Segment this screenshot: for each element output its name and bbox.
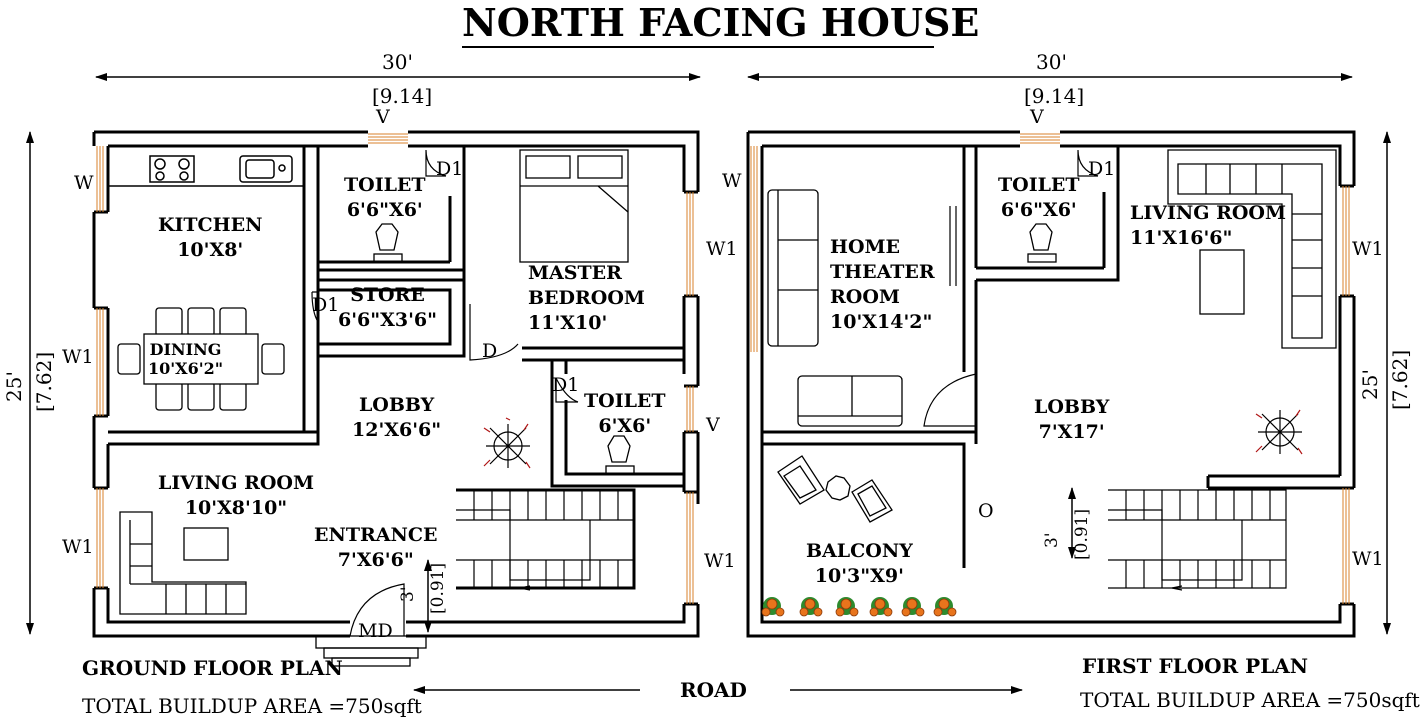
ff-plan-title: FIRST FLOOR PLAN [1082, 654, 1309, 678]
kitchen-counter [108, 155, 304, 187]
ff-total-area: TOTAL BUILDUP AREA =750sqft [1080, 688, 1420, 712]
gf-depth-m: [7.62] [32, 351, 56, 412]
ff-door1-toilet: D1 [1088, 158, 1116, 180]
gf-window1-label-a: W1 [62, 346, 94, 368]
gf-plan-title: GROUND FLOOR PLAN [82, 656, 343, 680]
ff-width-m: [9.14] [1024, 84, 1085, 108]
ff-depth-ft: 25' [1358, 369, 1382, 400]
title-underline [462, 46, 934, 48]
gf-window1-label-d: W1 [704, 550, 736, 572]
ff-stair-m: [0.91] [1072, 508, 1092, 560]
ground-floor-wc [373, 223, 635, 475]
balcony-furniture [777, 455, 893, 523]
ff-window1-label-a: W1 [1352, 238, 1384, 260]
ground-floor-doors [311, 149, 579, 637]
first-floor-stairs [1108, 489, 1287, 591]
gf-window-label: W [74, 172, 94, 194]
page-title: NORTH FACING HOUSE [462, 0, 980, 45]
gf-stair-ft: 3' [398, 586, 418, 603]
home-theater-sofa [767, 189, 903, 427]
gf-ventilator-label-side: V [706, 414, 720, 436]
dimension-lines [26, 73, 1391, 694]
gf-door1-toilet2: D1 [552, 374, 580, 396]
gf-stair-m: [0.91] [428, 562, 448, 614]
first-floor-wc [1027, 223, 1057, 263]
gf-width-ft: 30' [382, 50, 413, 74]
compass-icon-first [1255, 409, 1303, 455]
ff-opening-label: O [978, 500, 994, 522]
balcony-planters [761, 597, 957, 617]
compass-icon-ground [483, 417, 531, 469]
ground-floor-walls [92, 130, 700, 638]
gf-total-area: TOTAL BUILDUP AREA =750sqft [82, 694, 422, 718]
ff-width-ft: 30' [1036, 50, 1067, 74]
gf-depth-ft: 25' [2, 371, 26, 402]
ground-floor-windows [96, 133, 694, 604]
ff-window-label: W [722, 170, 742, 192]
first-floor-windows [750, 133, 1350, 604]
gf-main-door: MD [358, 620, 393, 642]
ff-ventilator-label: V [1030, 106, 1044, 128]
gf-window1-label-b: W1 [62, 536, 94, 558]
road-label: ROAD [680, 678, 747, 702]
ff-stair-ft: 3' [1042, 532, 1062, 549]
gf-ventilator-label-top: V [376, 106, 390, 128]
living-sofa [119, 511, 247, 615]
ff-window1-label-b: W1 [1352, 548, 1384, 570]
gf-door1-toilet: D1 [436, 158, 464, 180]
gf-door-bedroom: D [482, 340, 498, 362]
ff-depth-m: [7.62] [1388, 349, 1412, 410]
living-l-sofa [1167, 149, 1337, 349]
first-floor-walls [746, 130, 1356, 638]
ground-floor-stairs [456, 490, 634, 591]
entrance-steps [315, 635, 427, 667]
gf-window1-label-c: W1 [706, 238, 738, 260]
master-bed [519, 149, 629, 263]
gf-door1-store: D1 [312, 294, 340, 316]
first-floor-doors [923, 149, 1099, 427]
gf-width-m: [9.14] [372, 84, 433, 108]
